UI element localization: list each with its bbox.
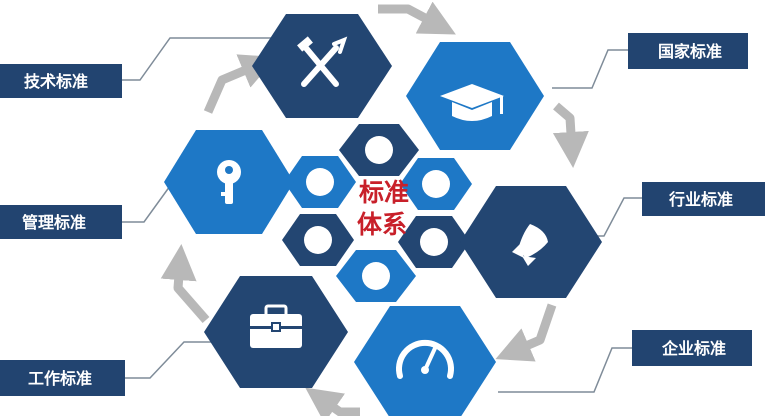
label-industry-standard: 行业标准 bbox=[642, 182, 765, 216]
center-title-line2: 体系 bbox=[357, 210, 407, 239]
label-management-text: 管理标准 bbox=[22, 213, 86, 232]
label-work-text: 工作标准 bbox=[28, 369, 92, 388]
arrow-national-to-industry bbox=[552, 102, 589, 168]
hub-ring bbox=[282, 124, 472, 302]
cycle-arrows bbox=[160, 1, 589, 416]
hex-national bbox=[406, 42, 544, 150]
label-management-standard: 管理标准 bbox=[0, 205, 122, 239]
connector-tech bbox=[122, 37, 286, 81]
arrow-management-to-tools bbox=[203, 54, 277, 114]
label-tech-text: 技术标准 bbox=[24, 72, 88, 91]
connector-national bbox=[552, 49, 628, 89]
hex-work bbox=[204, 276, 348, 388]
graduation-cap-icon bbox=[440, 84, 504, 121]
label-enterprise-text: 企业标准 bbox=[661, 339, 726, 358]
label-work-standard: 工作标准 bbox=[0, 360, 125, 396]
connector-management bbox=[122, 185, 171, 223]
label-national-text: 国家标准 bbox=[658, 42, 722, 61]
center-title: 标准 体系 bbox=[357, 178, 409, 239]
connector-work bbox=[125, 341, 218, 379]
center-title-line1: 标准 bbox=[359, 178, 409, 207]
gauge-icon bbox=[396, 339, 454, 379]
hex-industry bbox=[460, 186, 602, 298]
label-enterprise-standard: 企业标准 bbox=[632, 330, 752, 366]
tools-icon bbox=[297, 36, 348, 87]
label-industry-text: 行业标准 bbox=[668, 190, 733, 209]
hex-tools bbox=[252, 14, 392, 118]
key-icon bbox=[217, 160, 241, 204]
arrow-industry-to-enterprise bbox=[495, 303, 557, 362]
connector-enterprise bbox=[498, 347, 632, 393]
hex-enterprise bbox=[354, 306, 496, 416]
hex-management bbox=[164, 130, 294, 234]
label-tech-standard: 技术标准 bbox=[0, 64, 122, 98]
briefcase-icon bbox=[250, 304, 302, 348]
arrow-tools-to-national bbox=[378, 1, 456, 35]
arrow-enterprise-to-work bbox=[305, 387, 360, 416]
label-connectors bbox=[122, 37, 642, 393]
label-national-standard: 国家标准 bbox=[628, 33, 748, 69]
arrow-work-to-management bbox=[160, 244, 210, 323]
rocket-icon bbox=[512, 224, 548, 266]
connector-industry bbox=[592, 197, 642, 237]
